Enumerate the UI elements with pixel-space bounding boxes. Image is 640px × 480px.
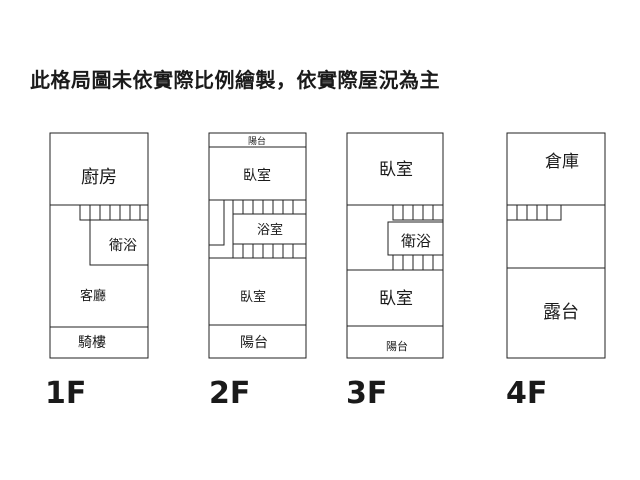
floor-label-2f: 2F — [209, 376, 251, 411]
3f-stairs-lower — [392, 254, 444, 271]
2f-balcony-bottom-label: 陽台 — [240, 335, 268, 351]
floor-label-3f: 3F — [346, 376, 388, 411]
1f-kitchen-label: 廚房 — [81, 166, 117, 188]
floor-label-1f: 1F — [45, 376, 87, 411]
1f-outline — [49, 132, 149, 359]
3f-stairs-upper — [392, 204, 444, 221]
3f-bedroom-bottom-label: 臥室 — [379, 289, 413, 309]
disclaimer-note: 此格局圖未依實際比例繪製，依實際屋況為主 — [30, 68, 440, 92]
floor-plan-4f: 倉庫 露台 — [506, 132, 606, 359]
4f-storage-label: 倉庫 — [545, 152, 579, 172]
2f-bedroom-top-label: 臥室 — [243, 167, 271, 184]
1f-living-label: 客廳 — [80, 288, 106, 304]
3f-balcony-label: 陽台 — [386, 339, 408, 353]
1f-bath-label: 衛浴 — [109, 238, 137, 254]
4f-terrace-label: 露台 — [543, 302, 579, 323]
2f-bedroom-bottom-label: 臥室 — [240, 289, 266, 305]
2f-bath-label: 浴室 — [257, 222, 283, 238]
1f-arcade-label: 騎樓 — [78, 335, 106, 351]
1f-stairs — [79, 204, 149, 221]
floor-plan-2f: 陽台 臥室 浴室 臥室 陽台 — [208, 132, 307, 359]
floor-plan-1f: 廚房 衛浴 客廳 騎樓 — [49, 132, 149, 359]
2f-stairs-lower — [232, 243, 307, 259]
floor-plan-3f: 臥室 衛浴 臥室 陽台 — [346, 132, 444, 359]
3f-bedroom-top-label: 臥室 — [379, 160, 413, 180]
4f-outline — [506, 132, 606, 359]
3f-bath-label: 衛浴 — [401, 232, 431, 250]
2f-balcony-top-label: 陽台 — [248, 135, 266, 147]
floor-label-4f: 4F — [506, 376, 548, 411]
4f-stairs — [506, 204, 562, 221]
2f-stairs-upper — [232, 199, 307, 215]
